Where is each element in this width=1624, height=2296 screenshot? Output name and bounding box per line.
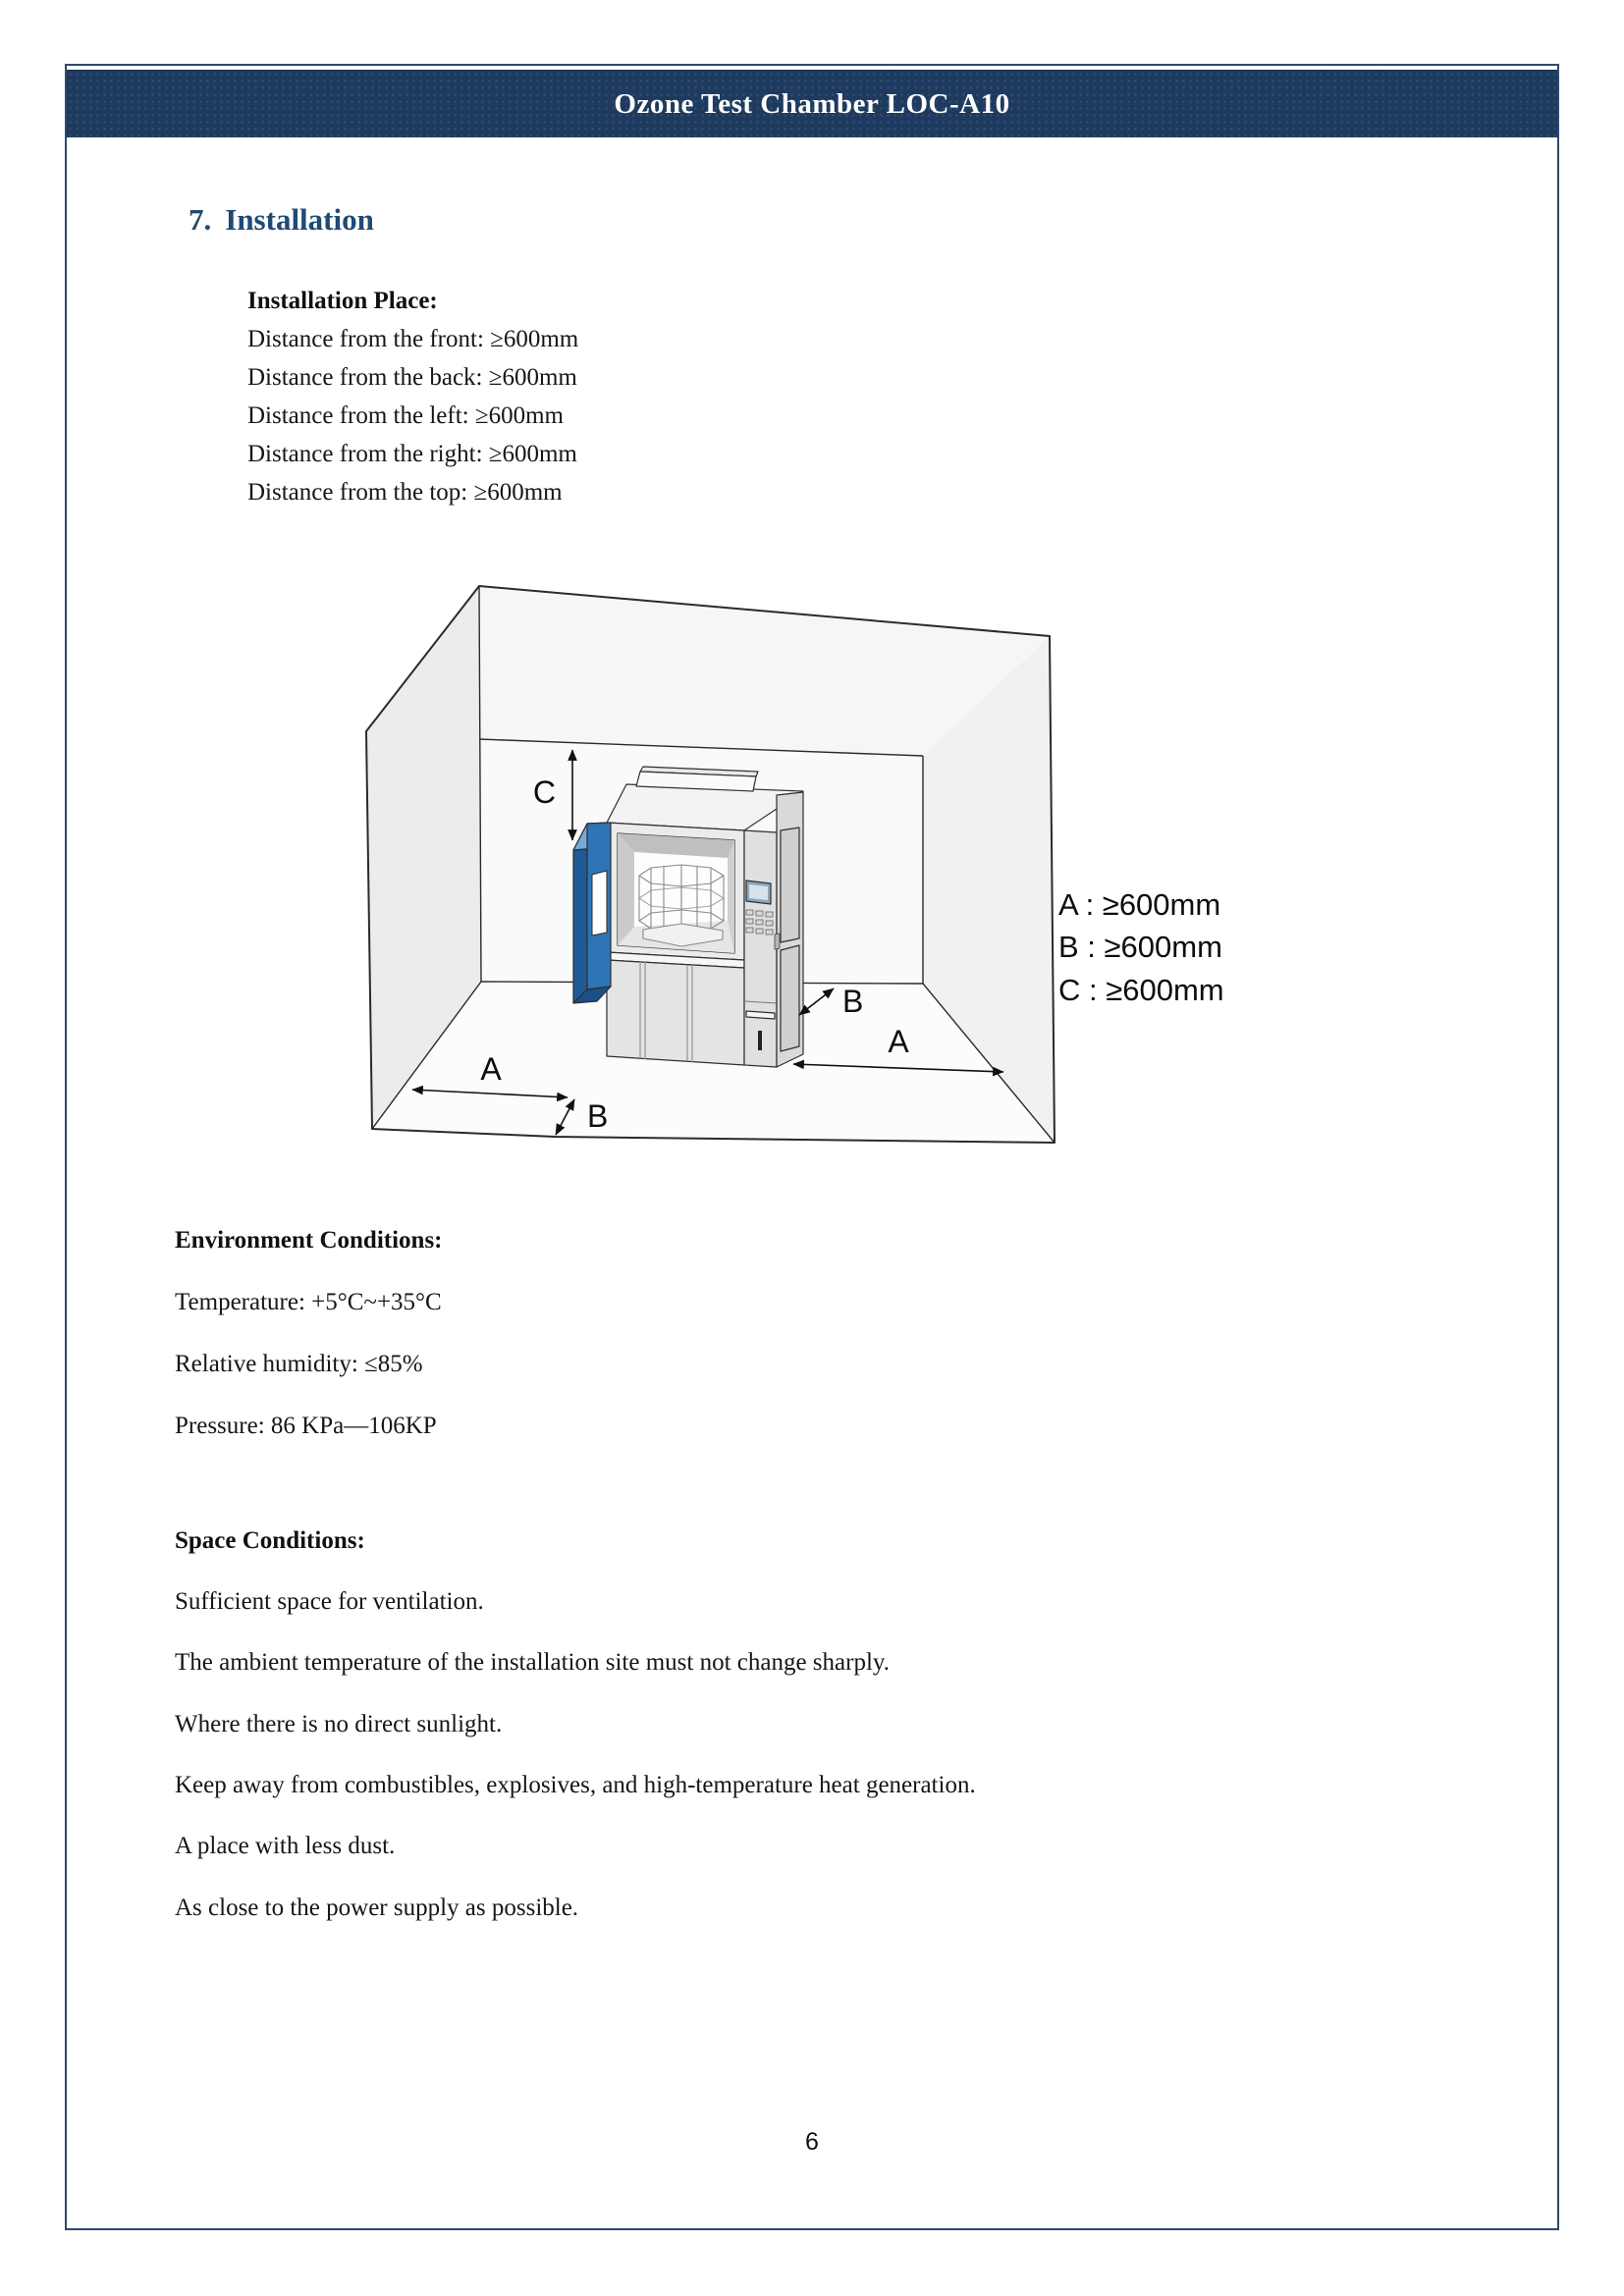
power-slot — [758, 1031, 762, 1050]
legend-line-c: C : ≥600mm — [1058, 973, 1224, 1007]
section-number: 7. — [189, 202, 212, 237]
controller-buttons — [745, 909, 774, 935]
dim-arrow-a-right — [792, 1059, 1004, 1077]
dim-arrow-b-right — [798, 988, 835, 1016]
dim-arrow-a-left — [411, 1085, 568, 1102]
distance-line: Distance from the left: ≥600mm — [247, 402, 564, 429]
space-line: Sufficient space for ventilation. — [175, 1588, 484, 1615]
space-line: The ambient temperature of the installat… — [175, 1649, 891, 1676]
environment-line: Relative humidity: ≤85% — [175, 1351, 423, 1377]
legend-line-b: B : ≥600mm — [1058, 930, 1222, 964]
dimension-arrows: C A B A B — [411, 749, 1004, 1136]
dim-label-a: A — [888, 1024, 909, 1059]
environment-line: Temperature: +5°C~+35°C — [175, 1289, 442, 1315]
page-number: 6 — [805, 2128, 819, 2156]
distance-line: Distance from the front: ≥600mm — [247, 326, 579, 352]
test-chamber-machine — [572, 766, 804, 1068]
distance-line: Distance from the back: ≥600mm — [247, 364, 577, 391]
diagram-legend: A : ≥600mm B : ≥600mm C : ≥600mm — [1058, 887, 1224, 1007]
installation-diagram: C A B A B A : ≥600mm B : ≥600mm C : ≥600… — [365, 585, 1224, 1144]
distance-line: Distance from the top: ≥600mm — [247, 479, 563, 506]
section-heading: 7. Installation — [189, 202, 374, 238]
space-heading: Space Conditions: — [175, 1527, 365, 1554]
space-line: Where there is no direct sunlight. — [175, 1711, 503, 1737]
page-title: Ozone Test Chamber LOC-A10 — [614, 87, 1010, 120]
section-title: Installation — [225, 202, 374, 237]
environment-line: Pressure: 86 KPa—106KP — [175, 1413, 437, 1439]
chamber-door-open — [572, 822, 612, 1004]
header-bar: Ozone Test Chamber LOC-A10 — [67, 70, 1557, 137]
space-line: A place with less dust. — [175, 1833, 396, 1859]
space-line: As close to the power supply as possible… — [175, 1895, 579, 1921]
dim-label-c: C — [533, 774, 556, 810]
dim-label-a: A — [480, 1051, 502, 1087]
dim-label-b: B — [587, 1098, 608, 1134]
distance-line: Distance from the right: ≥600mm — [247, 441, 577, 467]
page-border-frame — [65, 64, 1559, 2230]
legend-line-a: A : ≥600mm — [1058, 887, 1220, 922]
space-line: Keep away from combustibles, explosives,… — [175, 1772, 976, 1798]
machine-lower-cabinet — [606, 959, 745, 1066]
installation-place-heading: Installation Place: — [247, 288, 438, 314]
environment-heading: Environment Conditions: — [175, 1227, 443, 1254]
room-outline — [365, 585, 1056, 1144]
specimen-rack — [638, 864, 726, 947]
dim-label-b: B — [842, 984, 863, 1019]
door-window — [591, 870, 608, 936]
machine-top-vent — [635, 771, 757, 792]
dim-arrow-b-left — [555, 1098, 575, 1136]
